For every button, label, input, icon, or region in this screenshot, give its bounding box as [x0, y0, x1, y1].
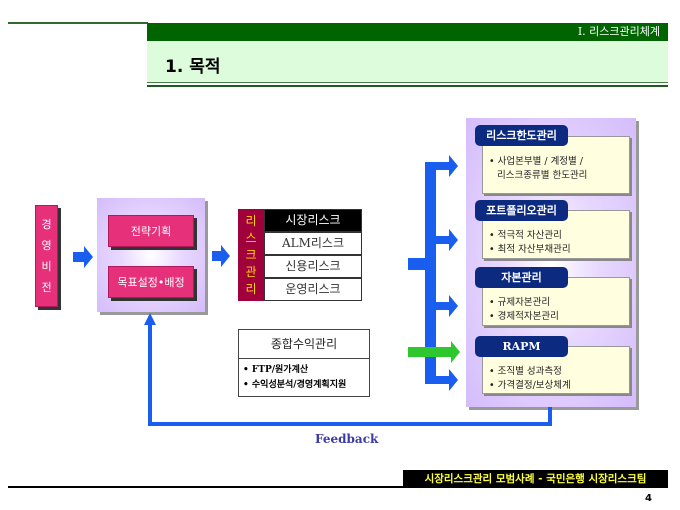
risk-type-operational: 운영리스크: [264, 278, 362, 301]
panel-item: • 사업본부별 / 계정별 /: [489, 156, 584, 167]
panel-title: 리스크한도관리: [475, 125, 568, 146]
risk-char: 관: [245, 264, 257, 279]
footer-rule: [8, 486, 404, 488]
arrow-right-icon: [84, 246, 93, 268]
vision-char: 비: [41, 260, 52, 273]
panel-item: 리스크종류별 한도관리: [497, 170, 588, 181]
header-rule: [8, 22, 148, 24]
strategy-planning-box: 전략기획: [108, 215, 194, 247]
arrow-shaft: [425, 376, 449, 384]
panel-title: 포트폴리오관리: [475, 200, 568, 221]
risk-type-alm: ALM리스크: [264, 232, 362, 255]
target-setting-box: 목표설정•배정: [108, 266, 194, 298]
title-band: [147, 41, 668, 82]
feedback-line: [148, 422, 552, 426]
green-arrow-icon: [451, 341, 460, 363]
arrow-right-icon: [221, 245, 230, 267]
feedback-line: [148, 325, 152, 425]
management-vision-box: 경 영 비 전: [35, 205, 58, 307]
panel-title: RAPM: [475, 336, 568, 357]
panel-title: 자본관리: [475, 267, 568, 288]
arrow-right-icon: [449, 155, 458, 177]
title-divider: [147, 82, 668, 83]
arrow-shaft: [425, 236, 449, 244]
arrow-shaft: [425, 302, 449, 310]
page-number: 4: [645, 493, 652, 504]
panel-item: • 가격결정/보상체계: [489, 380, 571, 391]
arrow-right-icon: [449, 229, 458, 251]
arrow-shaft: [408, 258, 428, 270]
profit-title: 종합수익관리: [239, 330, 369, 359]
risk-type-market: 시장리스크: [264, 209, 362, 232]
feedback-label: Feedback: [315, 432, 379, 446]
feedback-line: [548, 407, 552, 426]
title-divider: [147, 85, 668, 87]
green-arrow-shaft: [408, 347, 451, 357]
profit-management-box: 종합수익관리 • FTP/원가계산 • 수익성분석/경영계획지원: [238, 329, 370, 397]
risk-char: 리: [245, 281, 257, 296]
profit-item: • 수익성분석/경영계획지원: [243, 380, 347, 390]
page-title: 1. 목적: [165, 57, 221, 77]
risk-char: 리: [245, 213, 257, 228]
panel-item: • 적극적 자산관리: [489, 230, 562, 241]
vision-char: 경: [41, 218, 52, 231]
panel-item: • 경제적자본관리: [489, 311, 559, 322]
arrow-shaft: [73, 252, 84, 262]
arrow-right-icon: [449, 295, 458, 317]
risk-management-label: 리 스 크 관 리: [238, 209, 264, 301]
risk-char: 스: [245, 230, 257, 245]
footer-caption: 시장리스크관리 모범사례 - 국민은행 시장리스크팀: [403, 470, 668, 488]
arrow-up-icon: [144, 313, 156, 325]
arrow-trunk: [425, 162, 436, 384]
panel-item: • 최적 자산부채관리: [489, 244, 571, 255]
risk-type-credit: 신용리스크: [264, 255, 362, 278]
arrow-shaft: [425, 162, 449, 170]
arrow-right-icon: [449, 369, 458, 391]
section-label: I. 리스크관리체계: [147, 23, 668, 41]
vision-char: 전: [41, 281, 52, 294]
profit-item: • FTP/원가계산: [243, 365, 309, 375]
panel-item: • 조직별 성과측정: [489, 366, 562, 377]
vision-char: 영: [41, 239, 52, 252]
arrow-shaft: [212, 251, 221, 261]
panel-item: • 규제자본관리: [489, 297, 551, 308]
risk-char: 크: [245, 247, 257, 262]
